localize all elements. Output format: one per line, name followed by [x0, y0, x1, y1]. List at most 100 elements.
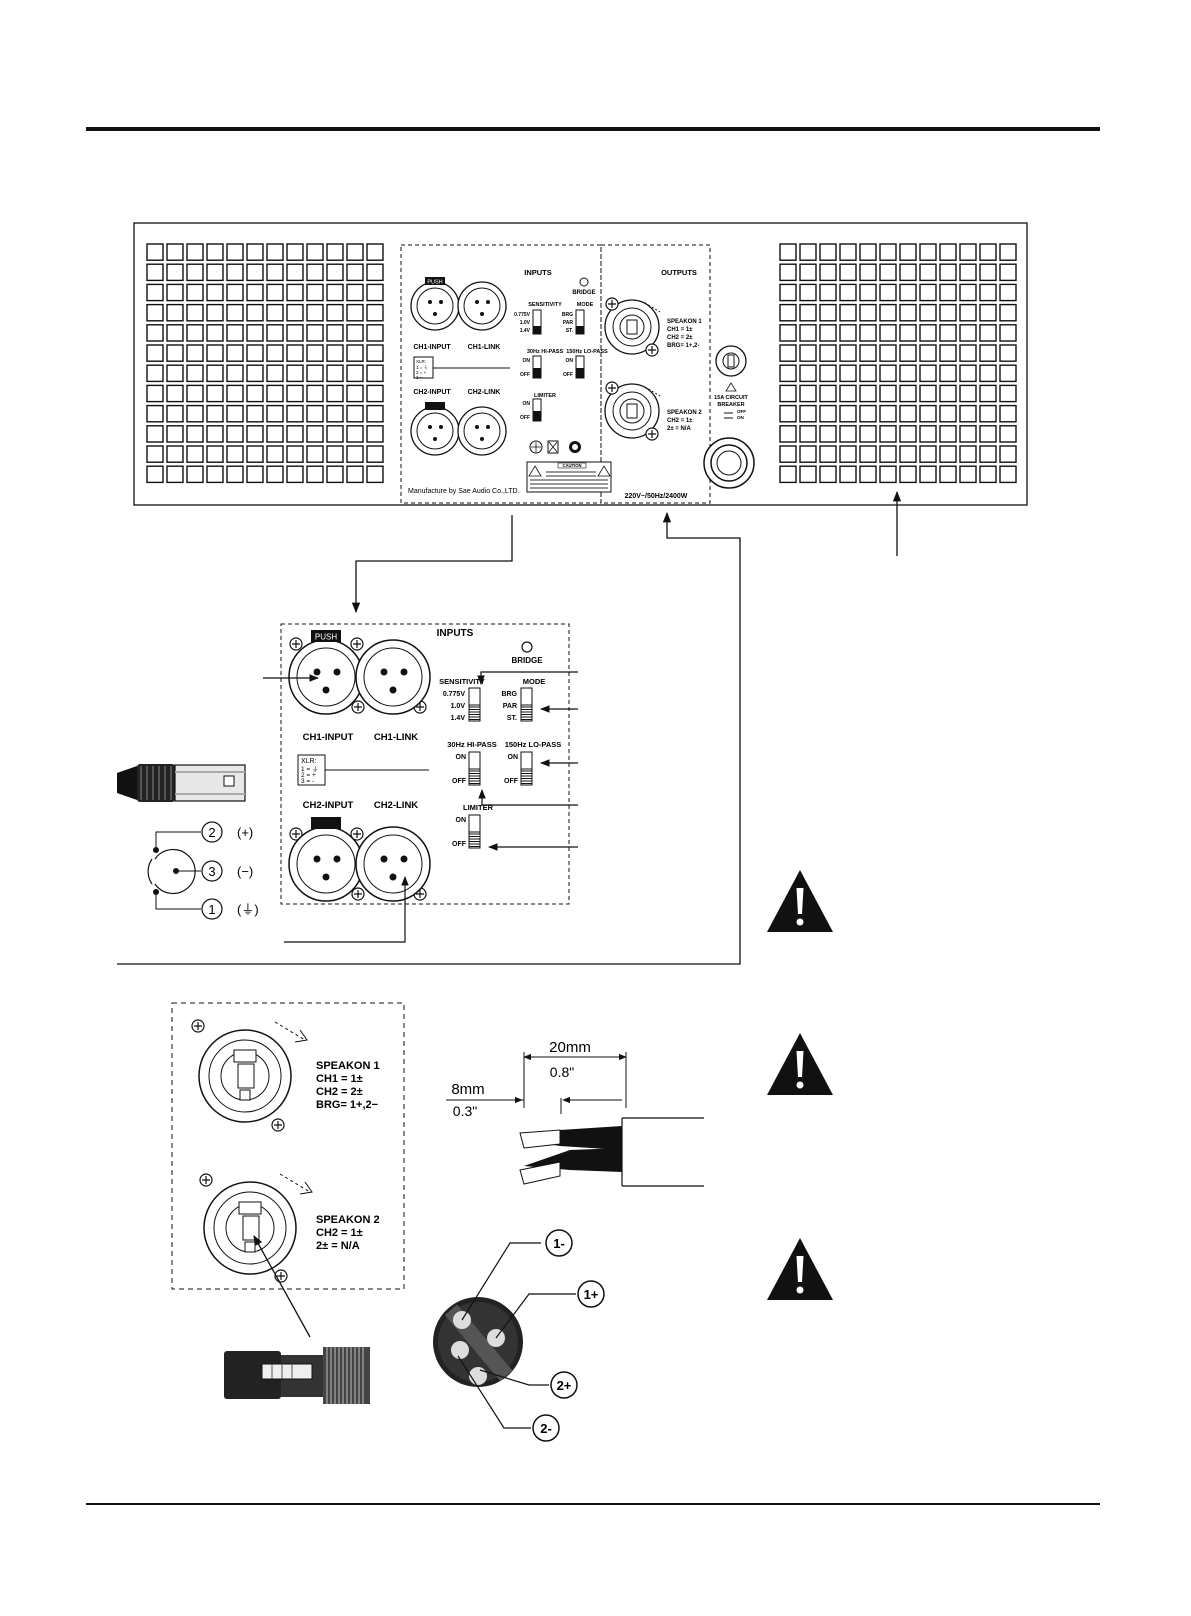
- panel-sens-opt-1: 0.775V: [514, 312, 531, 318]
- panel-speakon-2-legend: SPEAKON 2 CH2 = 1± 2± = N/A: [667, 410, 702, 432]
- detail-speakon-1-connector[interactable]: [191, 1019, 308, 1132]
- panel-ch2-input-xlr-connector[interactable]: [410, 402, 460, 456]
- panel-sensitivity-label: SENSITIVITY: [528, 302, 562, 308]
- panel-speakon-1-connector[interactable]: [604, 297, 661, 357]
- speakon-pin-1-minus-marker: 1-: [545, 1229, 573, 1257]
- breaker-warning-icon: [725, 382, 737, 392]
- inputs-detail-outline: [280, 623, 570, 905]
- panel-speakon1-line1: CH1 = 1±: [667, 327, 693, 333]
- panel-outputs-title: OUTPUTS: [661, 268, 697, 277]
- panel-speakon2-line1: CH2 = 1±: [667, 418, 693, 424]
- detail-hipass-label: 30Hz HI-PASS: [447, 740, 496, 749]
- panel-bridge-led-icon: [579, 277, 589, 287]
- sensitivity-callout-arrow: [477, 671, 578, 685]
- detail-bridge-label: BRIDGE: [511, 656, 543, 665]
- detail-speakon2-title: SPEAKON 2: [316, 1214, 380, 1226]
- detail-ch2-link-label: CH2-LINK: [374, 800, 418, 811]
- panel-xlr-pin-3: 3 = -: [416, 375, 426, 380]
- detail-mode-opt-3: ST.: [507, 715, 517, 722]
- panel-push-label: PUSH: [427, 280, 442, 286]
- circuit-breaker-icon[interactable]: [715, 345, 747, 377]
- detail-sens-opt-3: 1.4V: [451, 715, 466, 722]
- xlr-pin-3-polarity: (−): [237, 864, 253, 879]
- breaker-label-2: BREAKER: [717, 402, 744, 408]
- panel-speakon2-title: SPEAKON 2: [667, 410, 702, 416]
- panel-limiter-knob: [533, 411, 541, 421]
- detail-hipass-off: OFF: [452, 778, 467, 785]
- detail-limiter-knob: [468, 831, 481, 849]
- detail-mode-label: MODE: [523, 677, 546, 686]
- bottom-rule: [86, 1503, 1100, 1505]
- top-rule: [86, 127, 1100, 131]
- detail-push-label: PUSH: [315, 633, 337, 642]
- svg-text:2+: 2+: [557, 1378, 572, 1393]
- panel-ch1-link-label: CH1-LINK: [468, 344, 501, 351]
- panel-hipass-off: OFF: [520, 372, 530, 378]
- speakon-pin-1-plus-marker: 1+: [577, 1280, 605, 1308]
- detail-lopass-knob: [520, 768, 533, 786]
- panel-speakon1-title: SPEAKON 1: [667, 319, 702, 325]
- panel-limiter-on: ON: [523, 401, 531, 407]
- panel-ch1-input-xlr-connector[interactable]: PUSH: [410, 277, 460, 331]
- caution-label-box: CAUTION: [526, 461, 612, 493]
- detail-mode-opt-2: PAR: [503, 703, 517, 710]
- panel-lopass-on: ON: [566, 358, 574, 364]
- panel-ch1-input-label: CH1-INPUT: [413, 344, 451, 351]
- panel-ch2-link-xlr-connector[interactable]: [457, 406, 507, 456]
- panel-sens-opt-2: 1.0V: [520, 320, 531, 326]
- warning-3-icon: [767, 1238, 833, 1300]
- breaker-on-label: ON: [737, 415, 744, 420]
- detail-sensitivity-knob: [468, 704, 481, 722]
- warning-2-icon: [767, 1033, 833, 1095]
- speakon-plug-callout-arrow: [253, 1235, 311, 1338]
- power-rating-label: 220V~/50Hz/2400W: [625, 493, 688, 500]
- speakon-plug-icon: [224, 1347, 370, 1404]
- panel-ch2-input-label: CH2-INPUT: [413, 389, 451, 396]
- panel-lopass-off: OFF: [563, 372, 573, 378]
- panel-xlr-pin-1: 1 = ⏚: [416, 364, 428, 370]
- svg-text:1-: 1-: [553, 1236, 565, 1251]
- wire-length-mm: 20mm: [549, 1039, 591, 1056]
- svg-text:1+: 1+: [584, 1287, 599, 1302]
- speakon-pin-2-plus-marker: 2+: [550, 1371, 578, 1399]
- detail-inputs-title: INPUTS: [437, 628, 474, 639]
- detail-bridge-led-icon: [521, 641, 533, 653]
- hipass-callout-arrow: [478, 789, 578, 806]
- panel-limiter-label: LIMITER: [534, 393, 556, 399]
- breaker-off-label: OFF: [737, 409, 746, 414]
- detail-speakon-2-connector[interactable]: [199, 1173, 313, 1283]
- panel-speakon-2-connector[interactable]: [604, 381, 661, 441]
- detail-speakon1-title: SPEAKON 1: [316, 1060, 380, 1072]
- detail-ch2-input-xlr-connector[interactable]: [288, 817, 365, 902]
- detail-limiter-off: OFF: [452, 841, 467, 848]
- detail-lopass-on: ON: [508, 754, 519, 761]
- svg-text:2-: 2-: [540, 1421, 552, 1436]
- detail-lopass-off: OFF: [504, 778, 519, 785]
- panel-mode-opt-1: BRG: [562, 312, 573, 318]
- panel-hipass-knob: [533, 368, 541, 378]
- detail-limiter-on: ON: [456, 817, 467, 824]
- xlr-pin-2-polarity: (+): [237, 825, 253, 840]
- detail-sens-opt-2: 1.0V: [451, 703, 466, 710]
- panel-sensitivity-knob: [533, 326, 541, 334]
- right-ventilation-grille: [779, 243, 1017, 484]
- panel-mode-opt-3: ST.: [566, 328, 574, 334]
- detail-xlr-label: XLR:: [301, 758, 317, 765]
- detail-ch1-link-xlr-connector[interactable]: [350, 637, 431, 715]
- panel-ch1-link-xlr-connector[interactable]: [457, 281, 507, 331]
- speakon-pin-face-diagram: [433, 1242, 576, 1429]
- xlr-pin-1-polarity: (⏚): [237, 902, 259, 917]
- detail-ch1-link-label: CH1-LINK: [374, 732, 418, 743]
- detail-xlr-pin-3: 3 = -: [301, 778, 314, 785]
- manufacturer-label: Manufacture by Sae Audio Co.,LTD.: [408, 488, 520, 495]
- panel-limiter-off: OFF: [520, 415, 530, 421]
- xlr-pin-3-marker: 3: [201, 860, 223, 882]
- detail-mode-knob: [520, 704, 533, 722]
- panel-speakon-1-legend: SPEAKON 1 CH1 = 1± CH2 = 2± BRG= 1+,2-: [667, 319, 702, 349]
- detail-hipass-knob: [468, 768, 481, 786]
- xlr-plug-icon: [117, 764, 246, 802]
- panel-hipass-label: 30Hz HI-PASS: [527, 349, 564, 355]
- panel-ch2-link-label: CH2-LINK: [468, 389, 501, 396]
- svg-text:3: 3: [208, 864, 215, 879]
